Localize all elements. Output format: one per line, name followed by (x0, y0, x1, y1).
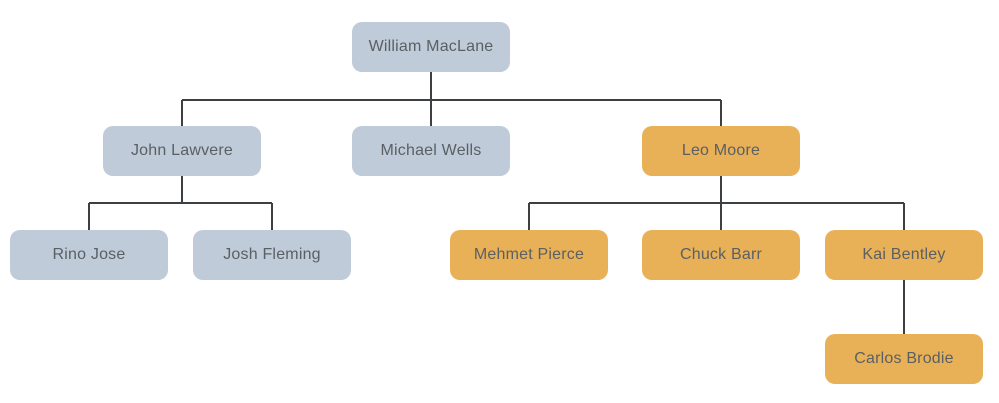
org-node-michael-wells[interactable]: Michael Wells (352, 126, 510, 176)
org-node-josh-fleming[interactable]: Josh Fleming (193, 230, 351, 280)
org-node-william-maclane[interactable]: William MacLane (352, 22, 510, 72)
org-node-carlos-brodie[interactable]: Carlos Brodie (825, 334, 983, 384)
org-node-chuck-barr[interactable]: Chuck Barr (642, 230, 800, 280)
org-node-mehmet-pierce[interactable]: Mehmet Pierce (450, 230, 608, 280)
org-node-rino-jose[interactable]: Rino Jose (10, 230, 168, 280)
org-node-leo-moore[interactable]: Leo Moore (642, 126, 800, 176)
org-node-john-lawvere[interactable]: John Lawvere (103, 126, 261, 176)
org-node-kai-bentley[interactable]: Kai Bentley (825, 230, 983, 280)
